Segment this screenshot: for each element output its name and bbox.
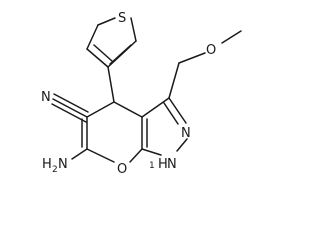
bond [93, 44, 113, 62]
structure-canvas: N O O S N 1 H N H 2 N [41, 11, 242, 177]
bond [141, 148, 162, 156]
amine-label: H 2 N [42, 157, 68, 175]
pyrazole-n2-label: N [181, 126, 191, 141]
bond [51, 103, 87, 123]
ether-o-label: O [206, 43, 216, 58]
nh-n-label: N [167, 157, 177, 172]
bond [221, 30, 242, 44]
ring-o-label: O [117, 162, 127, 177]
bond [86, 24, 99, 50]
bond [109, 44, 132, 65]
pyrazole-nh-label: 1 H N [149, 157, 177, 172]
bond [97, 17, 116, 26]
pyran-ring [81, 101, 148, 163]
bond [86, 148, 115, 163]
bond [52, 98, 88, 118]
thiophene-ring [86, 17, 137, 68]
nh-h-label: H [158, 157, 168, 172]
bond [178, 52, 206, 64]
bond [168, 97, 187, 124]
bond [86, 101, 115, 118]
nitrile-group [51, 93, 89, 123]
bond [107, 66, 115, 103]
molecule-structure: N O O S N 1 H N H 2 N [41, 11, 242, 177]
bond [141, 97, 170, 118]
bond [71, 148, 88, 160]
bond [113, 101, 143, 118]
bond [176, 138, 188, 152]
bond [130, 17, 137, 42]
methoxymethyl-group [168, 30, 242, 99]
amine-subscript: 2 [52, 165, 58, 175]
amine-h-label: H [42, 157, 52, 172]
bond [168, 62, 180, 99]
locant-one: 1 [149, 161, 155, 171]
thiophene-s-label: S [118, 11, 126, 26]
bond [163, 102, 179, 125]
nitrile-n-label: N [41, 90, 51, 105]
bond [86, 48, 109, 68]
pyrazole-ring [141, 97, 188, 156]
bond [129, 148, 143, 163]
bond [53, 93, 89, 113]
amine-n-label: N [58, 157, 68, 172]
